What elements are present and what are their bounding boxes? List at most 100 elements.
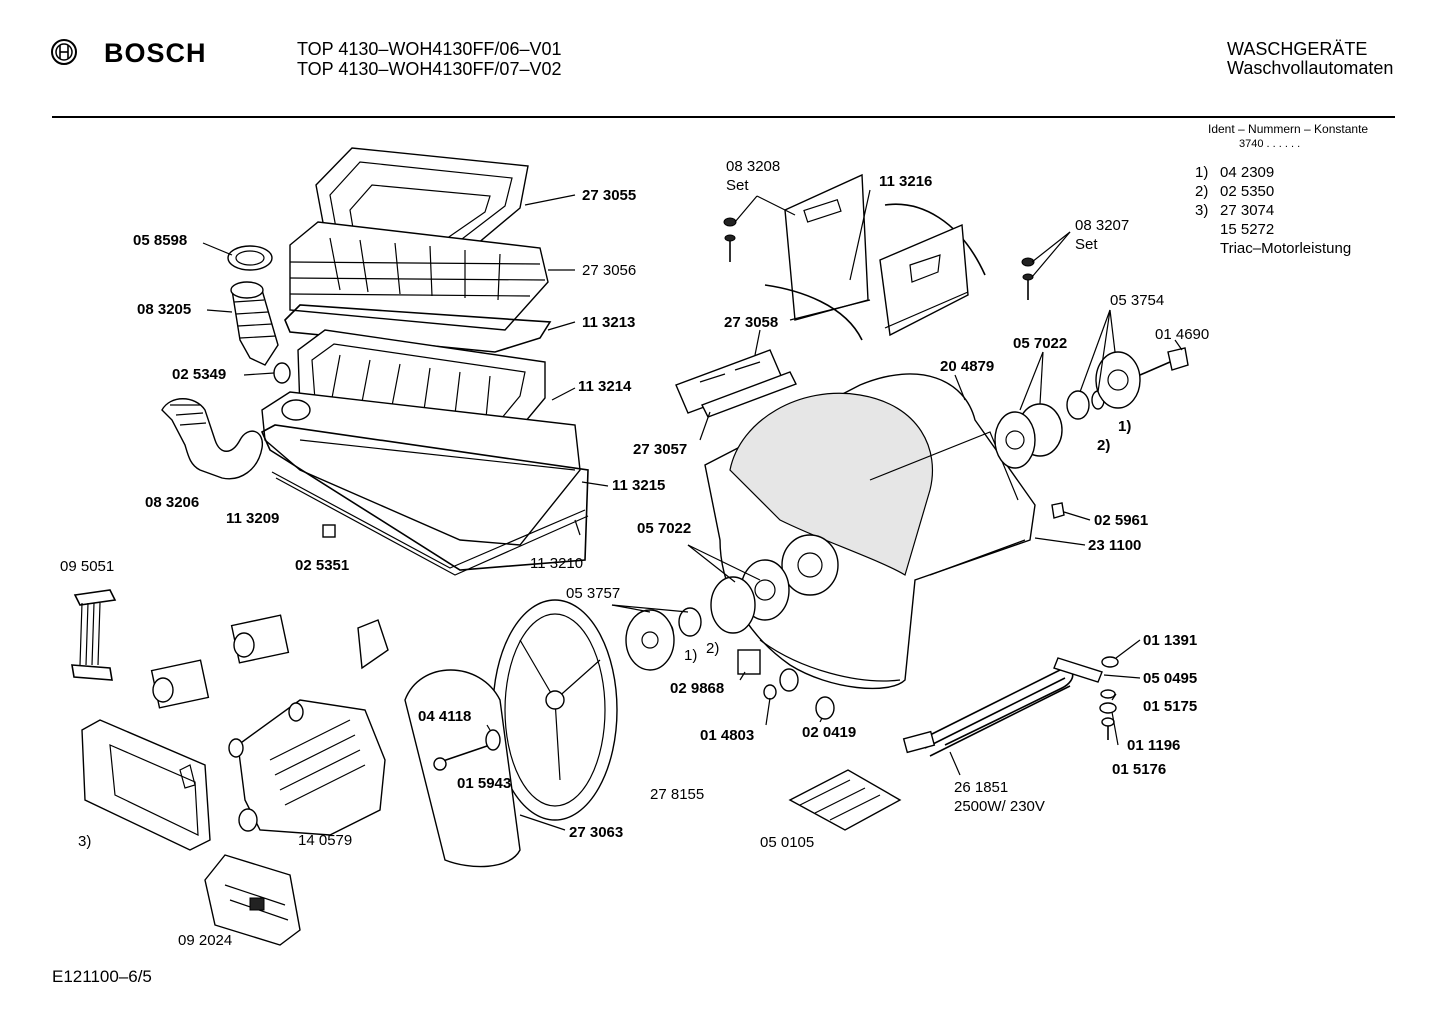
bracket-plate — [357, 619, 389, 670]
label-053757: 05 3757 — [566, 585, 621, 602]
label-044118: 04 4118 — [418, 708, 472, 725]
washer-015175 — [1100, 689, 1116, 699]
foot-050105 — [788, 769, 902, 831]
label-057022-a: 05 7022 — [1013, 335, 1068, 352]
label-029868: 02 9868 — [670, 680, 725, 697]
footer-code: E121100–6/5 — [52, 967, 152, 986]
label-092024: 09 2024 — [178, 932, 233, 949]
label-050105: 05 0105 — [760, 834, 815, 851]
label-204879: 20 4879 — [940, 358, 995, 375]
label-095051: 09 5051 — [60, 558, 115, 575]
nut-011391 — [1101, 656, 1119, 668]
label-053754: 05 3754 — [1110, 292, 1165, 309]
washer-011196 — [1099, 702, 1117, 714]
clip-025351 — [322, 524, 336, 538]
note-ref-2a: 2) — [1097, 437, 1111, 454]
sensor-014803 — [763, 684, 777, 700]
label-025351: 02 5351 — [295, 557, 350, 574]
rail-113216-upper — [884, 203, 986, 276]
plate-273057 — [701, 371, 797, 418]
screws-083208 — [723, 217, 737, 262]
label-273057: 27 3057 — [633, 441, 688, 458]
label-014690: 01 4690 — [1155, 326, 1210, 343]
label-083207: 08 3207 — [1075, 217, 1130, 234]
ident-value: 3740 . . . . . . — [1239, 138, 1301, 150]
plug-025961 — [1051, 502, 1065, 519]
bracket-029868 — [737, 649, 761, 675]
ident-title: Ident – Nummern – Konstante — [1208, 122, 1369, 136]
category-line-2: Waschvollautomaten — [1227, 58, 1394, 78]
control-board-3 — [81, 719, 211, 851]
drawer-base-113215 — [261, 391, 581, 546]
note-num-2: 2) — [1195, 183, 1209, 200]
leader-lines — [202, 189, 1183, 831]
bearing-flange-057022-b — [710, 559, 790, 634]
nozzle-025349 — [273, 362, 291, 384]
bellows-083205 — [230, 281, 279, 366]
label-011196: 01 1196 — [1127, 737, 1181, 754]
tub-231100 — [704, 373, 1036, 690]
label-261851: 26 1851 — [954, 779, 1009, 796]
label-025349: 02 5349 — [172, 366, 227, 383]
label-015175: 01 5175 — [1143, 698, 1198, 715]
label-083206: 08 3206 — [145, 494, 200, 511]
label-113213: 11 3213 — [582, 314, 636, 331]
washer-015943 — [485, 729, 501, 751]
note-text-5: Triac–Motorleistung — [1220, 240, 1352, 257]
bearing-053754 — [1066, 351, 1141, 420]
label-231100: 23 1100 — [1088, 537, 1142, 554]
pulley-273063 — [492, 599, 618, 821]
door-lock-092024 — [204, 854, 301, 946]
label-014803: 01 4803 — [700, 727, 755, 744]
label-273056: 27 3056 — [582, 262, 637, 279]
wire-harness-095051 — [71, 589, 117, 681]
motor-140579 — [228, 699, 386, 836]
label-113209: 11 3209 — [226, 510, 280, 527]
label-273055: 27 3055 — [582, 187, 637, 204]
bosch-armature-logo-icon — [51, 39, 77, 65]
label-113215: 11 3215 — [612, 477, 666, 494]
label-273063: 27 3063 — [569, 824, 624, 841]
label-015943: 01 5943 — [457, 775, 512, 792]
note-num-3: 3) — [1195, 202, 1209, 219]
rail-113216-lower — [764, 284, 863, 341]
model-line-2: TOP 4130–WOH4130FF/07–V02 — [297, 59, 562, 79]
door-panel-right — [879, 223, 969, 337]
note-text-2: 02 5350 — [1220, 183, 1275, 200]
heater-bracket-050495 — [1053, 657, 1103, 683]
bolt-015176 — [1101, 717, 1115, 740]
label-050495: 05 0495 — [1143, 670, 1198, 687]
note-text-3: 27 3074 — [1220, 202, 1275, 219]
bolt-014690 — [1139, 347, 1189, 376]
note-num-1: 1) — [1195, 164, 1209, 181]
bearing-053757 — [625, 607, 702, 671]
bosch-logo — [50, 38, 78, 71]
note-ref-1b: 1) — [684, 647, 698, 664]
seal-frame-113209 — [260, 424, 589, 576]
label-083205: 08 3205 — [137, 301, 192, 318]
cover-plate — [404, 669, 521, 868]
label-273058: 27 3058 — [724, 314, 779, 331]
note-ref-2b: 2) — [706, 640, 720, 657]
bolt-044118 — [433, 744, 491, 771]
drawer-housing-273056 — [289, 221, 549, 331]
label-011391: 01 1391 — [1143, 632, 1198, 649]
label-278155: 27 8155 — [650, 786, 705, 803]
label-083208: 08 3208 — [726, 158, 781, 175]
heater-261851 — [902, 668, 1074, 757]
label-015176: 01 5176 — [1112, 761, 1167, 778]
note-text-1: 04 2309 — [1220, 164, 1275, 181]
note-ref-1a: 1) — [1118, 418, 1132, 435]
label-058598: 05 8598 — [133, 232, 188, 249]
label-025961: 02 5961 — [1094, 512, 1149, 529]
washer-020419 — [779, 668, 799, 692]
label-140579: 14 0579 — [298, 832, 353, 849]
brand-name: BOSCH — [104, 38, 207, 68]
label-113216: 11 3216 — [879, 173, 933, 190]
category-line-1: WASCHGERÄTE — [1227, 39, 1368, 59]
note-ref-3: 3) — [78, 833, 92, 850]
label-113210: 11 3210 — [530, 555, 584, 572]
label-020419: 02 0419 — [802, 724, 857, 741]
capacitor-small-2 — [150, 659, 210, 709]
